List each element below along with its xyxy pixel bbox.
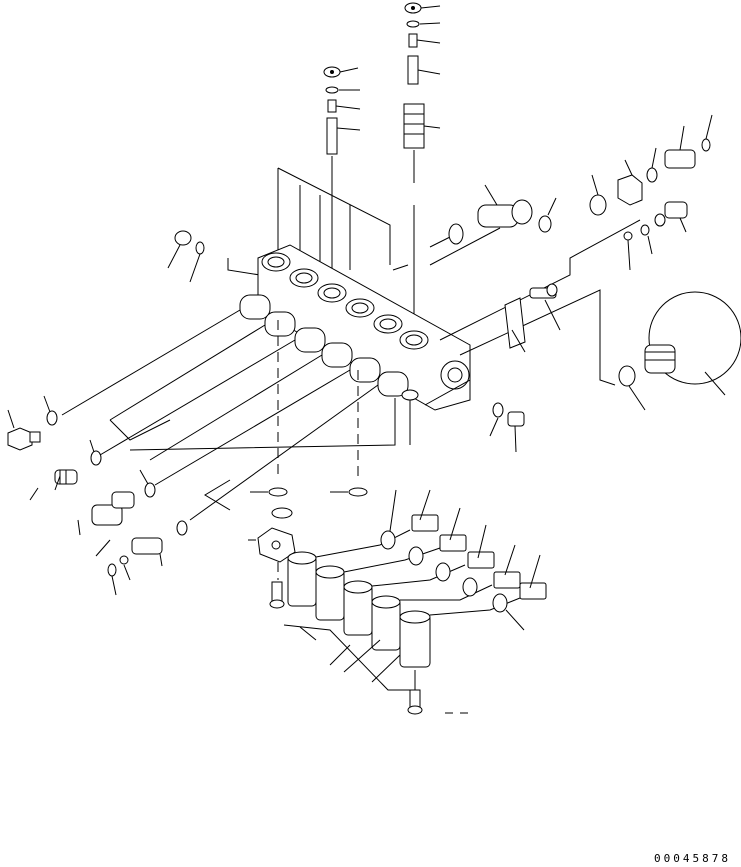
left-fittings bbox=[7, 230, 205, 596]
leader-brackets bbox=[227, 167, 464, 280]
solenoid-coils bbox=[283, 551, 431, 691]
dashed-axes bbox=[277, 320, 359, 480]
coil-connectors bbox=[315, 489, 547, 631]
drawing-number: 00045878 bbox=[654, 852, 731, 865]
bottom-bolt bbox=[407, 670, 468, 715]
accumulator bbox=[618, 291, 741, 411]
leader-lines-left bbox=[61, 309, 471, 521]
right-fittings bbox=[477, 114, 713, 453]
left-valve-stack bbox=[323, 66, 361, 290]
top-valve-stack bbox=[403, 2, 441, 315]
valve-block bbox=[239, 244, 471, 411]
lower-plate bbox=[248, 487, 368, 609]
